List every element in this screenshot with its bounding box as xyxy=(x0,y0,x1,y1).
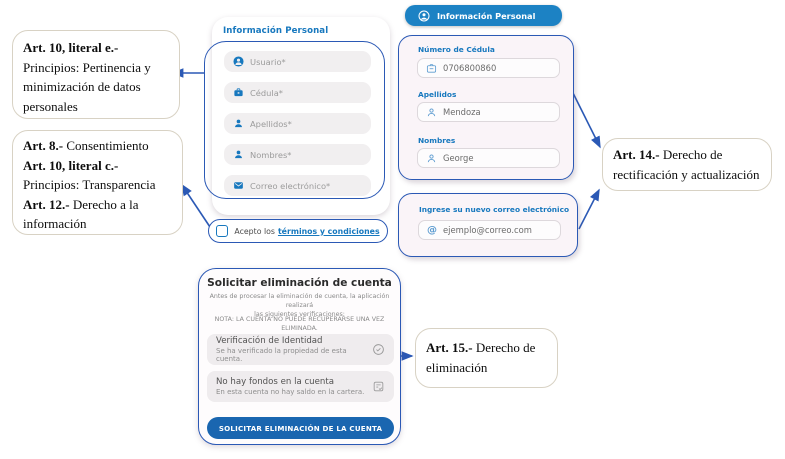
email-update-label: Ingrese su nuevo correo electrónico xyxy=(419,205,570,214)
callout-line: eliminación xyxy=(426,359,488,375)
arrow-email-to-art14 xyxy=(578,188,600,230)
arrow-terms-to-art8 xyxy=(181,183,211,228)
callout-line: Art. 12.- Derecho a la xyxy=(23,196,139,212)
apellidos-input[interactable]: Mendoza xyxy=(417,102,560,122)
person-icon xyxy=(233,118,244,129)
field-placeholder: Usuario* xyxy=(250,56,286,67)
deletion-note: NOTA: LA CUENTA NO PUEDE RECUPERARSE UNA… xyxy=(214,316,385,333)
callout-line: Art. 10, literal e.- xyxy=(23,40,119,55)
email-field[interactable]: Correo electrónico* xyxy=(224,175,371,196)
terms-row: Acepto los términos y condiciones xyxy=(208,219,388,243)
username-field[interactable]: Usuario* xyxy=(224,51,371,72)
terms-checkbox[interactable] xyxy=(216,225,229,237)
check-desc: Se ha verificado la propiedad de esta cu… xyxy=(216,347,347,363)
id-card-icon xyxy=(426,63,437,74)
callout-art15: Art. 15.- Derecho de eliminación xyxy=(415,328,558,388)
field-placeholder: Apellidos* xyxy=(250,118,292,129)
check-desc: En esta cuenta no hay saldo en la carter… xyxy=(216,388,365,396)
terms-text: Acepto los xyxy=(234,226,275,236)
arrow-profile-to-art14 xyxy=(571,90,601,149)
user-circle-icon xyxy=(418,10,430,22)
funds-check-card: No hay fondos en la cuenta En esta cuent… xyxy=(207,371,394,402)
callout-art14: Art. 14.- Derecho de rectificación y act… xyxy=(602,138,772,191)
check-circle-icon xyxy=(372,343,385,356)
nombres-input[interactable]: George xyxy=(417,148,560,168)
email-update-input[interactable]: @ ejemplo@correo.com xyxy=(418,220,561,240)
deletion-intro: Antes de procesar la eliminación de cuen… xyxy=(209,293,390,319)
request-deletion-button[interactable]: SOLICITAR ELIMINACIÓN DE LA CUENTA xyxy=(207,417,394,439)
terms-link[interactable]: términos y condiciones xyxy=(277,226,380,236)
fields-highlight-outline: Usuario* Cédula* Apellidos* Nombres* Cor… xyxy=(204,41,385,199)
apellidos-value: Mendoza xyxy=(443,107,481,117)
person-icon xyxy=(233,149,244,160)
user-circle-icon xyxy=(233,56,244,67)
callout-line: Art. 8.- Consentimiento xyxy=(23,138,149,153)
callout-line: Art. 15.- Derecho de xyxy=(426,340,536,355)
field-placeholder: Cédula* xyxy=(250,87,283,98)
cedula-label: Número de Cédula xyxy=(418,45,495,54)
person-outline-icon xyxy=(426,107,437,118)
email-update-value: ejemplo@correo.com xyxy=(443,225,532,235)
deletion-panel: Solicitar eliminación de cuenta Antes de… xyxy=(198,268,401,445)
firstname-field[interactable]: Nombres* xyxy=(224,144,371,165)
callout-line: rectificación y actualización xyxy=(613,166,760,182)
field-placeholder: Nombres* xyxy=(250,149,292,160)
cedula-field[interactable]: Cédula* xyxy=(224,82,371,103)
callout-line: información xyxy=(23,216,87,231)
check-title: Verificación de Identidad xyxy=(216,336,323,346)
profile-header: Información Personal xyxy=(405,5,562,26)
cedula-value: 0706800860 xyxy=(443,63,497,73)
nombres-label: Nombres xyxy=(418,136,456,145)
callout-line: Art. 14.- Derecho de xyxy=(613,147,723,162)
profile-header-title: Información Personal xyxy=(437,10,536,21)
callout-line: Principios: Transparencia xyxy=(23,177,156,192)
nombres-value: George xyxy=(443,153,474,163)
envelope-icon xyxy=(233,180,244,191)
at-icon: @ xyxy=(427,224,437,236)
register-title: Información Personal xyxy=(223,26,329,36)
callout-line: minimización de datos xyxy=(23,79,141,94)
person-outline-icon xyxy=(426,153,437,164)
callout-line: Art. 10, literal c.- xyxy=(23,157,119,173)
email-update-panel: Ingrese su nuevo correo electrónico @ ej… xyxy=(398,193,578,257)
callout-art10e: Art. 10, literal e.- Principios: Pertine… xyxy=(12,30,180,119)
apellidos-label: Apellidos xyxy=(418,90,457,99)
check-title: No hay fondos en la cuenta xyxy=(216,377,334,387)
callout-line: Principios: Pertinencia y xyxy=(23,59,151,75)
cedula-input[interactable]: 0706800860 xyxy=(417,58,560,78)
deletion-title: Solicitar eliminación de cuenta xyxy=(207,277,392,289)
callout-art8-10c-12: Art. 8.- Consentimiento Art. 10, literal… xyxy=(12,130,183,235)
clipboard-check-icon xyxy=(372,380,385,393)
lastname-field[interactable]: Apellidos* xyxy=(224,113,371,134)
identity-check-card: Verificación de Identidad Se ha verifica… xyxy=(207,334,394,365)
callout-line: personales xyxy=(23,98,78,114)
field-placeholder: Correo electrónico* xyxy=(250,180,331,191)
profile-panel: Número de Cédula 0706800860 Apellidos Me… xyxy=(398,35,574,180)
briefcase-icon xyxy=(233,87,244,98)
